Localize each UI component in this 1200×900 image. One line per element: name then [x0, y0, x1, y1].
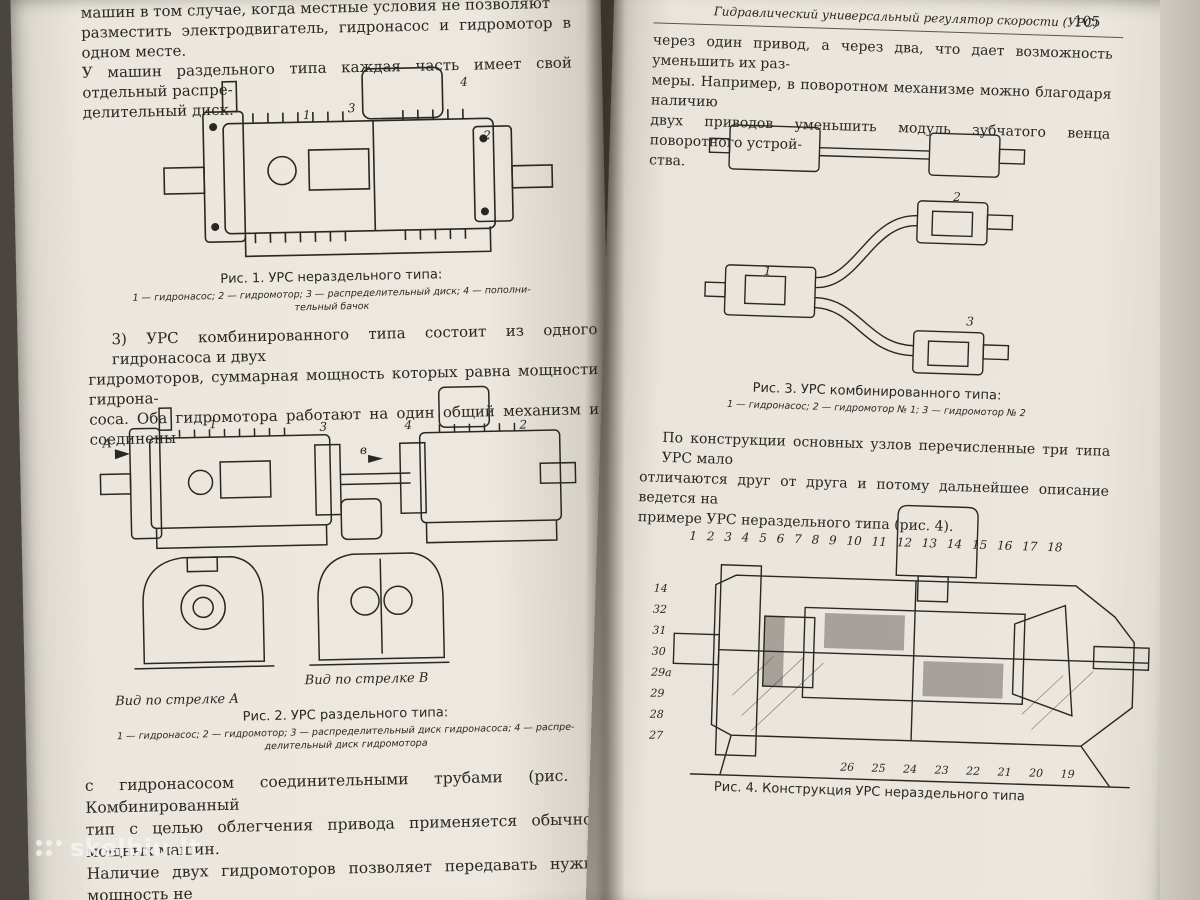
fig4-mark: 25: [871, 761, 886, 776]
fig4-mark: 31: [652, 623, 667, 638]
figure-3-drawing: [704, 124, 1026, 376]
fig2-mark-3: 3: [319, 419, 328, 434]
page-edges: [1160, 0, 1200, 900]
fig3-mark-3: 3: [966, 314, 975, 329]
fig2-view-b: Вид по стрелке В: [304, 670, 429, 689]
figure-1-drawing: [163, 66, 554, 258]
fig3-mark-1: 1: [763, 263, 772, 279]
fig4-mark: 12: [896, 535, 913, 550]
fig4-mark: 2: [706, 529, 715, 544]
fig4-mark: 6: [776, 531, 785, 546]
fig4-mark: 21: [997, 765, 1012, 779]
fig4-mark: 7: [793, 532, 802, 547]
fig4-mark: 14: [653, 581, 668, 596]
fig2-mark-4: 4: [404, 417, 413, 433]
fig4-mark: 4: [741, 530, 750, 545]
fig4-mark: 16: [996, 538, 1013, 553]
fig4-mark: 30: [651, 644, 666, 659]
fig4-mark: 29: [650, 686, 665, 701]
fig1-mark-3: 3: [347, 101, 356, 116]
watermark-text: skelbiu.lt: [70, 834, 201, 862]
fig1-mark-4: 4: [460, 74, 469, 89]
fig4-mark: 26: [839, 760, 855, 775]
right-page: Гидравлический универсальный регулятор с…: [585, 0, 1195, 900]
fig4-mark: 29а: [650, 665, 672, 680]
fig1-mark-2: 2: [483, 128, 492, 143]
fig2-arrow-b-label: в: [359, 442, 368, 458]
fig1-caption: Рис. 1. УРС нераздельного типа: 1 — гидр…: [86, 264, 577, 318]
figure-4-drawing: [672, 504, 1150, 789]
fig2-caption: Рис. 2. УРС раздельного типа: 1 — гидрон…: [95, 702, 596, 756]
fig2-view-a: Вид по стрелке А: [114, 691, 240, 710]
fig4-mark: 9: [828, 533, 837, 548]
fig4-mark: 1: [689, 528, 698, 543]
fig4-mark: 10: [846, 533, 862, 549]
fig2-arrow-a-label: А: [102, 436, 112, 451]
fig4-mark: 32: [652, 602, 668, 617]
fig4-mark: 22: [965, 764, 981, 778]
watermark-logo-icon: [36, 840, 62, 856]
fig3-mark-2: 2: [952, 189, 961, 205]
fig4-mark: 27: [648, 728, 664, 743]
fig4-mark: 19: [1060, 767, 1075, 781]
fig1-mark-1: 1: [302, 108, 311, 123]
fig4-mark: 28: [649, 707, 664, 722]
fig4-mark: 3: [724, 529, 733, 545]
fig4-marks-left: 14 32 31 30 29а 29 28 27: [649, 578, 684, 747]
fig4-mark: 20: [1028, 766, 1044, 780]
fig2-mark-2: 2: [519, 417, 528, 432]
fig4-mark: 18: [1047, 539, 1063, 555]
fig4-mark: 23: [934, 763, 949, 777]
fig4-mark: 24: [902, 762, 918, 777]
fig2-mark-1: 1: [209, 417, 218, 432]
book-gutter: [585, 0, 625, 900]
left-text-bottom: с гидронасосом соединительными трубами (…: [85, 764, 618, 900]
fig4-mark: 5: [758, 530, 768, 546]
figure-2-drawing: [99, 385, 577, 670]
left-page: машин в том случае, когда местные услови…: [10, 0, 620, 900]
watermark: skelbiu.lt: [34, 834, 200, 862]
fig4-mark: 8: [811, 532, 820, 547]
fig4-mark: 13: [921, 536, 938, 551]
fig4-mark: 11: [871, 534, 888, 549]
fig4-mark: 17: [1021, 539, 1038, 554]
page-number: 105: [1073, 13, 1101, 31]
fig4-mark: 15: [971, 537, 988, 553]
fig4-mark: 14: [946, 536, 963, 552]
